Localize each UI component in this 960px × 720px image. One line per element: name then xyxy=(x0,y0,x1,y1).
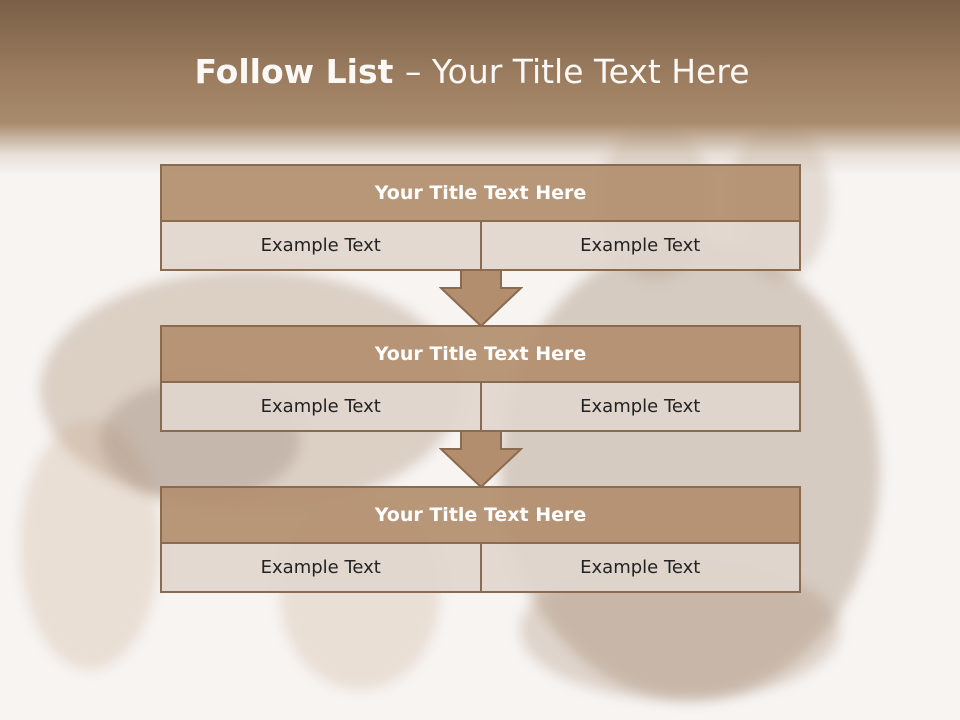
block-cell-right: Example Text xyxy=(481,383,801,432)
block-cell-right: Example Text xyxy=(481,544,801,593)
down-arrow-icon xyxy=(439,270,523,327)
list-block-1: Your Title Text Here Example Text Exampl… xyxy=(160,164,801,271)
block-title: Your Title Text Here xyxy=(160,325,801,383)
list-block-2: Your Title Text Here Example Text Exampl… xyxy=(160,325,801,432)
block-cell-left: Example Text xyxy=(160,222,482,271)
down-arrow-icon xyxy=(439,431,523,488)
page-title: Follow List – Your Title Text Here xyxy=(0,52,944,91)
block-title: Your Title Text Here xyxy=(160,486,801,544)
block-title: Your Title Text Here xyxy=(160,164,801,222)
block-cell-left: Example Text xyxy=(160,544,482,593)
block-cell-right: Example Text xyxy=(481,222,801,271)
header-band xyxy=(0,0,960,175)
title-bold: Follow List xyxy=(194,52,405,91)
list-block-3: Your Title Text Here Example Text Exampl… xyxy=(160,486,801,593)
title-rest: – Your Title Text Here xyxy=(404,52,750,91)
block-cell-left: Example Text xyxy=(160,383,482,432)
